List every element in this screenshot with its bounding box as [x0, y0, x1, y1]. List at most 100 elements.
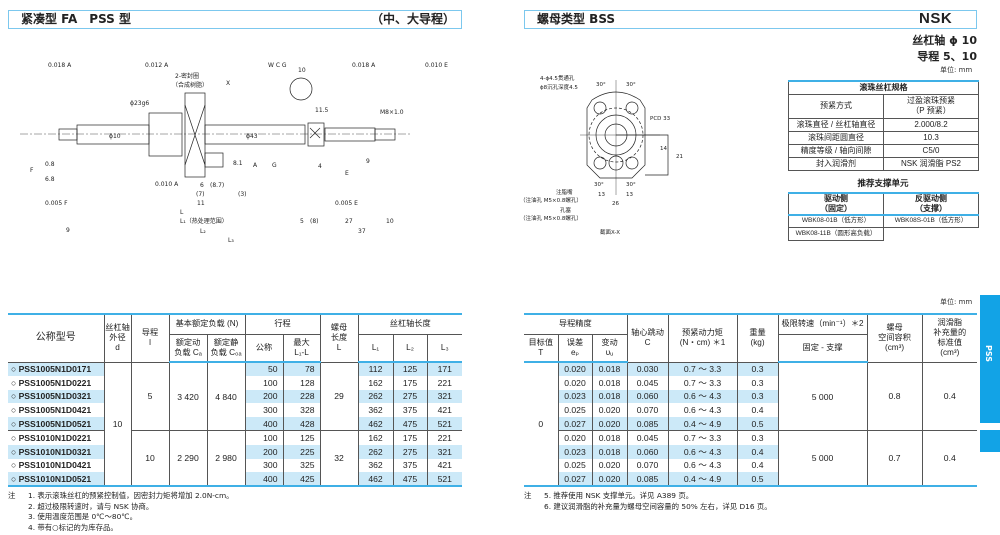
- length-l1: 262: [357, 444, 394, 459]
- stroke-max: 328: [282, 403, 321, 418]
- notes-left: 注 1. 表示滚珠丝杠的预紧控制值，因密封力矩将增加 2.0N-cm。 2. 超…: [8, 491, 462, 533]
- note-item: 3. 使用温度范围是 0℃～80℃。: [28, 512, 137, 522]
- dimension-label: 13: [626, 192, 633, 198]
- header-torque: 预紧动力矩 (N・cm) ＊1: [667, 314, 738, 363]
- length-l1: 112: [357, 362, 394, 376]
- side-tab-label: PSS: [984, 345, 993, 363]
- weight: 0.4: [736, 444, 779, 459]
- stroke-max: 225: [282, 444, 321, 459]
- model-name: ○ PSS1005N1D0171: [8, 362, 105, 376]
- length-l3: 321: [426, 389, 463, 404]
- speed-limit: 5 000: [777, 430, 868, 487]
- header-weight: 重量 (kg): [736, 314, 779, 363]
- header-l2: L₂: [392, 334, 428, 363]
- side-tab-pss[interactable]: PSS: [980, 295, 1000, 423]
- dimension-label: 10: [386, 218, 394, 225]
- dimension-label: 14: [660, 146, 667, 152]
- notes-label: 注: [8, 491, 16, 501]
- dimension-label: 30°: [596, 82, 606, 88]
- dimension-label: 截面X-X: [600, 228, 620, 236]
- preload-torque: 0.7 ～ 3.3: [667, 362, 738, 376]
- side-tab[interactable]: [980, 430, 1000, 452]
- lead-error: 0.023: [558, 444, 593, 459]
- section-header-right: 螺母类型 BSS: [524, 10, 977, 29]
- header-nut-length: 螺母 长度 L: [319, 314, 359, 363]
- spec-value: 2.000/8.2: [883, 117, 979, 132]
- dimension-label: 6: [200, 182, 204, 189]
- runout: 0.085: [626, 472, 669, 487]
- dimension-label: 27: [345, 218, 353, 225]
- spec-key: 滚珠直径 / 丝杠轴直径: [788, 117, 884, 132]
- weight: 0.3: [736, 389, 779, 404]
- lead-error: 0.025: [558, 458, 593, 473]
- weight: 0.4: [736, 458, 779, 473]
- unit-label-2: 单位: mm: [940, 298, 973, 306]
- lead-error: 0.020: [558, 375, 593, 390]
- dimension-label: 9: [366, 158, 370, 165]
- lead-variation: 0.020: [591, 472, 628, 487]
- header-target: 目标值 T: [524, 334, 559, 363]
- left-table-block: 公称型号 丝杠轴 外径 d 导程 l 基本额定负载 (N) 行程 螺母 长度 L…: [8, 313, 463, 533]
- lead-error: 0.020: [558, 430, 593, 445]
- dimension-label: （注油孔 M5×0.8螺孔）: [520, 214, 582, 222]
- header-va: 变动 υᵤ: [591, 334, 628, 363]
- dimension-label: 孔塞: [560, 206, 572, 214]
- stroke-nominal: 100: [244, 375, 284, 390]
- runout: 0.060: [626, 389, 669, 404]
- lead-error: 0.027: [558, 472, 593, 487]
- stroke-max: 125: [282, 430, 321, 445]
- model-name: ○ PSS1005N1D0221: [8, 375, 105, 390]
- header-l1: L₁: [357, 334, 394, 363]
- dimension-label: 26: [612, 201, 619, 207]
- stroke-max: 428: [282, 417, 321, 431]
- preload-torque: 0.6 ～ 4.3: [667, 458, 738, 473]
- dimension-label: X: [226, 80, 230, 87]
- dimension-label: 0.012 A: [145, 62, 169, 69]
- lead-error: 0.027: [558, 417, 593, 431]
- drive-item: WBK08-01B（低方形）: [788, 214, 884, 228]
- support-unit-table: 驱动侧 （固定）反驱动侧 （支撑） WBK08-01B（低方形）WBK08S-0…: [788, 191, 979, 241]
- spec-value: 10.3: [883, 130, 979, 145]
- model-name: ○ PSS1010N1D0421: [8, 458, 105, 473]
- lead: 5: [130, 362, 170, 431]
- length-l3: 221: [426, 430, 463, 445]
- dimension-label: ϕ8沉孔深度4.5: [540, 83, 578, 91]
- section-subtitle: （中、大导程）: [370, 12, 455, 26]
- preload-torque: 0.4 ～ 4.9: [667, 417, 738, 431]
- dimension-label: 0.8: [45, 161, 55, 168]
- dimension-label: (8): [310, 218, 319, 225]
- length-l1: 462: [357, 472, 394, 487]
- dimension-label: F: [30, 167, 34, 174]
- dimension-label: 10: [298, 67, 306, 74]
- header-volume: 螺母 空间容积 (cm³): [866, 314, 923, 363]
- spec-key: 精度等级 / 轴向间隙: [788, 143, 884, 158]
- lead-error: 0.023: [558, 389, 593, 404]
- drive-side-header: 驱动侧 （固定）: [788, 191, 884, 216]
- header-shaft-length: 丝杠轴长度: [357, 314, 463, 335]
- dimension-label: 注脂嘴: [556, 188, 573, 196]
- accuracy-performance-table: 导程精度 轴心跳动 C 预紧动力矩 (N・cm) ＊1 重量 (kg) 极限转速…: [524, 313, 978, 488]
- length-l3: 521: [426, 472, 463, 487]
- speed-limit: 5 000: [777, 362, 868, 431]
- length-l1: 162: [357, 375, 394, 390]
- preload-torque: 0.6 ～ 4.3: [667, 389, 738, 404]
- spec-key: 预紧方式: [788, 93, 884, 119]
- stroke-max: 78: [282, 362, 321, 376]
- dimension-label: （注油孔 M5×0.8螺孔）: [520, 196, 582, 204]
- dimension-label: 21: [676, 154, 683, 160]
- nut-volume: 0.8: [866, 362, 923, 431]
- dimension-label: 2-密封圈: [175, 72, 199, 80]
